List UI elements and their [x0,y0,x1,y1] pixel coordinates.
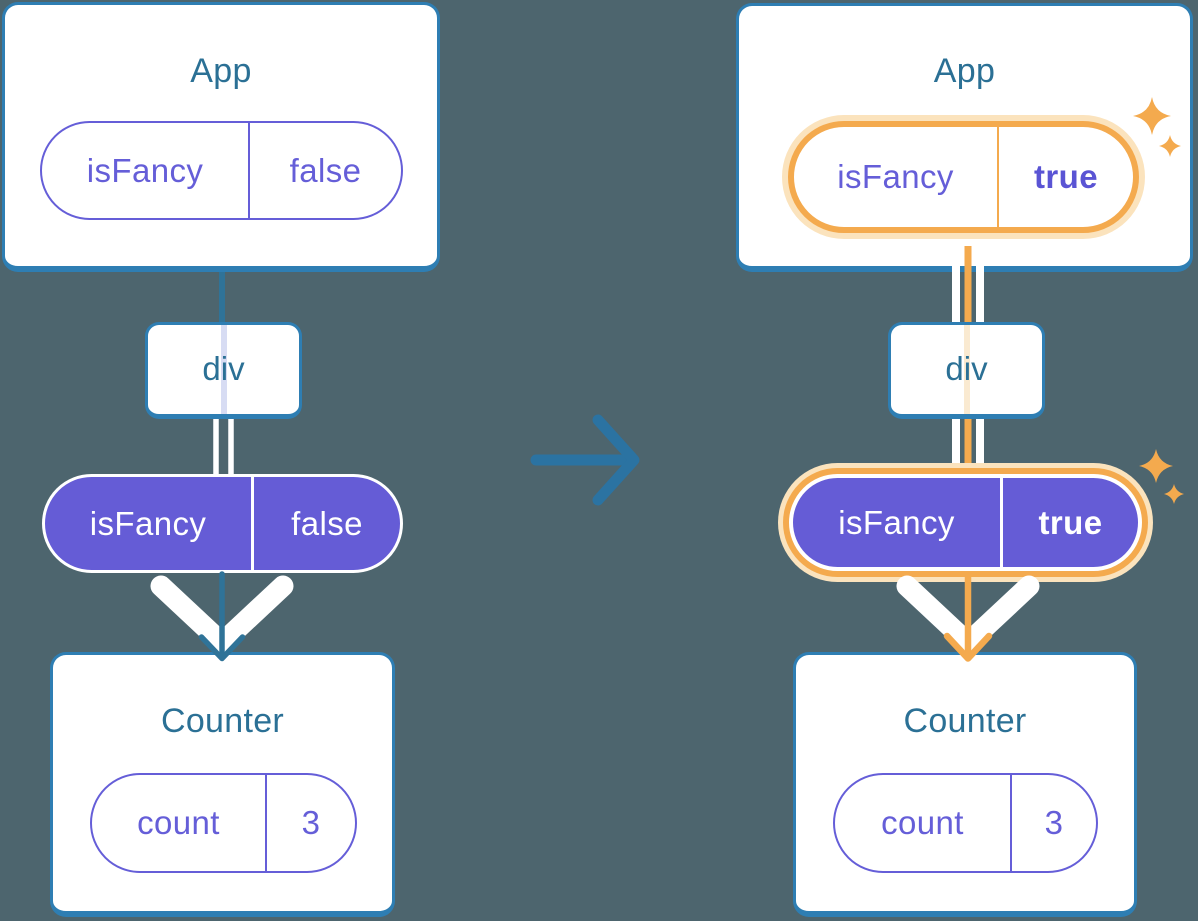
state-name: count [137,804,220,841]
state-pill-counter-left: count 3 [90,773,357,873]
prop-value: true [1000,478,1138,567]
div-label-right: div [945,350,988,387]
state-pill-app-left: isFancy false [40,121,403,220]
state-value: true [997,127,1133,227]
state-value: 3 [265,775,355,871]
pass-through-stripe [220,325,227,414]
transition-arrow-icon [530,414,640,506]
prop-arrow-right [943,572,993,662]
state-pill-app-right-highlighted: isFancy true [788,121,1139,233]
prop-flow-chevron-right [896,575,1040,654]
state-name: isFancy [837,158,954,195]
state-value: 3 [1010,775,1096,871]
div-label-left: div [202,350,245,387]
prop-value: false [251,477,400,570]
prop-arrow-left [198,571,246,662]
prop-pill-right-highlighted: isFancy true [789,474,1142,571]
div-box-right: div [888,322,1045,419]
sparkle-icon-middle [1139,449,1184,504]
prop-name: isFancy [838,503,955,541]
app-title-left: App [190,52,252,90]
state-name: count [881,804,964,841]
state-pill-counter-right: count 3 [833,773,1098,873]
prop-flow-chevron-left [150,575,294,654]
state-value: false [248,123,401,218]
prop-pill-left: isFancy false [42,474,403,573]
counter-title-left: Counter [160,702,285,740]
div-box-left: div [145,322,302,419]
state-name: isFancy [86,151,204,189]
app-title-right: App [933,52,996,90]
counter-title-right: Counter [903,702,1027,740]
prop-name: isFancy [89,504,207,542]
